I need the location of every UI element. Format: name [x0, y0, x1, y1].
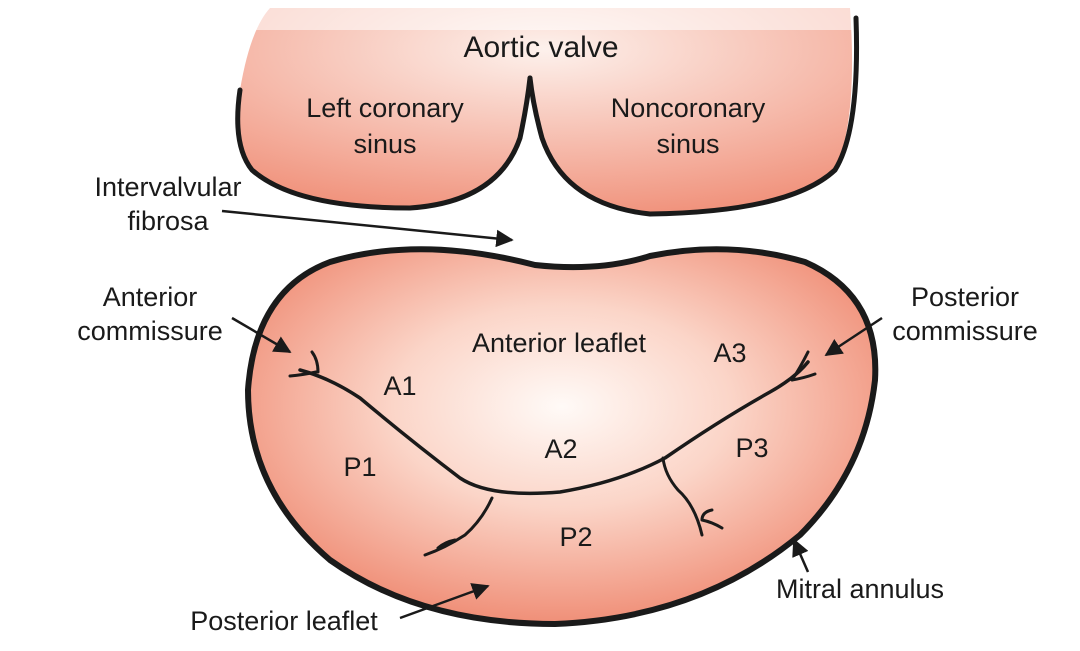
- scallop-a1-label: A1: [383, 371, 416, 401]
- left-coronary-sinus-outline: [235, 75, 533, 211]
- posterior-commissure-label-line1: Posterior: [911, 282, 1019, 312]
- noncoronary-sinus-label-line1: Noncoronary: [611, 93, 766, 123]
- mitral-annulus-arrow: [792, 538, 810, 573]
- posterior-leaflet-arrow: [399, 583, 490, 620]
- mitral-annulus-label: Mitral annulus: [776, 574, 944, 604]
- intervalvular-fibrosa-arrow: [221, 209, 514, 248]
- posterior-commissure-fork: [790, 350, 817, 382]
- mitral-annulus-outline: [245, 246, 879, 627]
- p2-p3-indentation: [661, 456, 724, 537]
- scallop-p3-label: P3: [735, 433, 768, 463]
- coaptation-line: [298, 360, 810, 496]
- noncoronary-sinus-outline: [527, 15, 860, 217]
- posterior-leaflet-label: Posterior leaflet: [190, 606, 378, 636]
- posterior-commissure-label-line2: commissure: [892, 316, 1038, 346]
- anterior-leaflet-label: Anterior leaflet: [472, 328, 647, 358]
- left-coronary-sinus-label-line1: Left coronary: [306, 93, 464, 123]
- aortic-valve-top-fade: [240, 0, 860, 30]
- anterior-commissure-arrow: [231, 316, 292, 354]
- callouts: Intervalvular fibrosa Anterior commissur…: [77, 172, 1038, 636]
- scallop-a3-label: A3: [713, 338, 746, 368]
- scallop-p1-label: P1: [343, 452, 376, 482]
- intervalvular-fibrosa-label-line1: Intervalvular: [94, 172, 241, 202]
- aortic-valve-title: Aortic valve: [463, 31, 618, 64]
- left-coronary-sinus-label-line2: sinus: [353, 129, 416, 159]
- noncoronary-sinus-label-line2: sinus: [656, 129, 719, 159]
- scallop-a2-label: A2: [544, 434, 577, 464]
- mitral-valve: Anterior leaflet A1 A2 A3 P1 P2 P3: [245, 246, 879, 627]
- posterior-commissure-arrow: [824, 316, 883, 357]
- aortic-valve-fill: [236, 8, 853, 214]
- anterior-commissure-fork: [288, 350, 320, 378]
- intervalvular-fibrosa-label-line2: fibrosa: [127, 206, 209, 236]
- p1-p2-indentation: [423, 496, 494, 557]
- anterior-commissure-label-line1: Anterior: [103, 282, 198, 312]
- scallop-p2-label: P2: [559, 522, 592, 552]
- anterior-commissure-label-line2: commissure: [77, 316, 223, 346]
- aortic-valve: Aortic valve Left coronary sinus Noncoro…: [235, 0, 860, 217]
